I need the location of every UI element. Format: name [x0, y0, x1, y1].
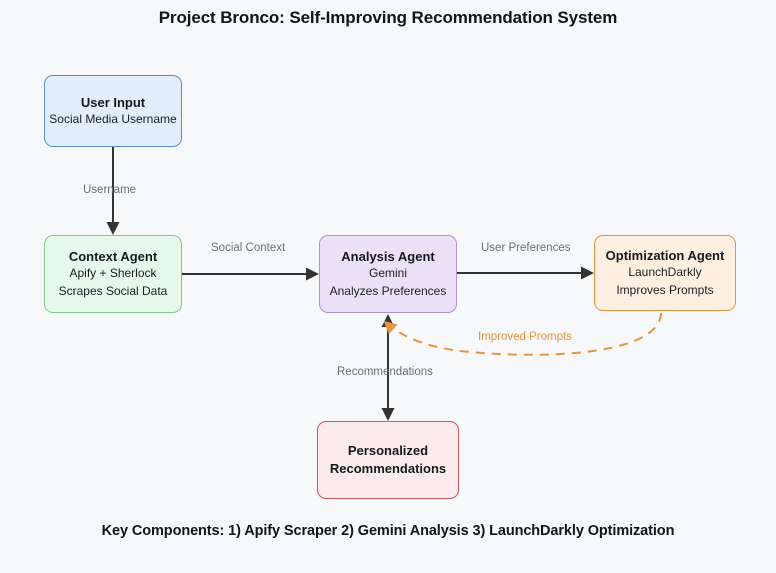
node-context-agent-line3: Scrapes Social Data — [58, 283, 168, 298]
node-analysis-agent-line2: Gemini — [368, 266, 407, 281]
node-optimization-agent-title: Optimization Agent — [605, 247, 725, 263]
key-components-footer: Key Components: 1) Apify Scraper 2) Gemi… — [101, 523, 675, 539]
node-optimization-agent-line3: Improves Prompts — [616, 282, 714, 297]
node-optimization-agent-line2: LaunchDarkly — [628, 265, 702, 280]
node-optimization-agent[interactable]: Optimization Agent LaunchDarkly Improves… — [594, 235, 736, 311]
node-personalized-recommendations[interactable]: Personalized Recommendations — [317, 421, 459, 499]
node-context-agent-title: Context Agent — [68, 248, 158, 264]
node-analysis-agent[interactable]: Analysis Agent Gemini Analyzes Preferenc… — [319, 235, 457, 313]
node-user-input[interactable]: User Input Social Media Username — [44, 75, 182, 147]
edge-label-improved-prompts: Improved Prompts — [478, 331, 572, 343]
node-user-input-line2: Social Media Username — [49, 112, 177, 127]
edge-label-recommendations: Recommendations — [337, 366, 433, 378]
node-personalized-recommendations-title: Personalized — [347, 443, 429, 459]
edge-label-user-preferences: User Preferences — [481, 242, 571, 254]
node-analysis-agent-title: Analysis Agent — [341, 248, 435, 264]
page-title: Project Bronco: Self-Improving Recommend… — [158, 8, 618, 27]
node-context-agent-line2: Apify + Sherlock — [69, 266, 157, 281]
edge-label-social-context: Social Context — [211, 242, 286, 254]
node-context-agent[interactable]: Context Agent Apify + Sherlock Scrapes S… — [44, 235, 182, 313]
edge-optimization-agent-to-analysis-agent — [383, 312, 662, 356]
node-analysis-agent-line3: Analyzes Preferences — [329, 283, 447, 298]
edge-label-username: Username — [83, 184, 137, 196]
node-personalized-recommendations-line2: Recommendations — [329, 461, 447, 476]
node-user-input-title: User Input — [80, 94, 146, 110]
